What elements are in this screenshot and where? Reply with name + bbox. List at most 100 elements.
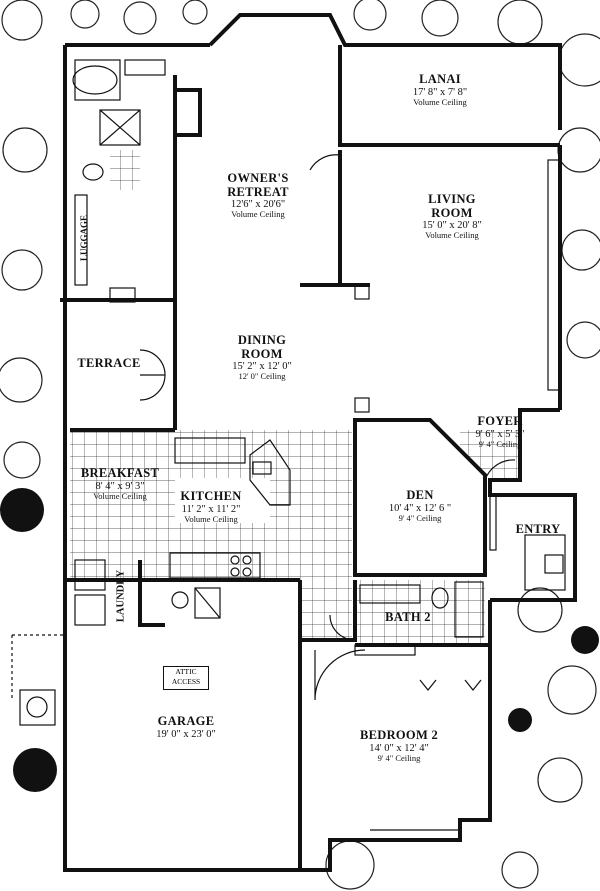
breakfast-label: BREAKFAST 8' 4" x 9' 3" Volume Ceiling (80, 466, 160, 501)
living-room-dims: 15' 0" x 20' 8" (422, 220, 482, 231)
dining-room-name2: ROOM (241, 346, 283, 361)
laundry-label: LAUNDRY (115, 569, 127, 623)
entry-name: ENTRY (515, 522, 561, 536)
owners-retreat-dims: 12'6" x 20'6" (230, 199, 286, 210)
lanai-ceiling: Volume Ceiling (413, 96, 467, 107)
foyer-name: FOYER (477, 414, 523, 428)
linen-closet (354, 644, 416, 656)
tree-icon (517, 587, 563, 633)
garage-label: GARAGE 19' 0" x 23' 0" (156, 714, 216, 740)
shrub-icon (561, 229, 600, 271)
living-room-label: LIVING ROOM 15' 0" x 20' 8" Volume Ceili… (422, 192, 482, 241)
tub-icon (72, 65, 118, 95)
tree-icon (0, 357, 43, 403)
shrub-icon (1, 249, 43, 291)
retreat-door (309, 154, 341, 171)
kitchen-ceiling: Volume Ceiling (184, 513, 238, 524)
luggage-label: LUGGAGE (79, 214, 89, 262)
den-ceiling: 9' 4" Ceiling (398, 512, 442, 523)
garage-name: GARAGE (157, 714, 215, 728)
vanity-icon (359, 584, 421, 604)
burner-icon (242, 567, 252, 577)
kitchen-name: KITCHEN (180, 489, 242, 503)
bedroom2-name: BEDROOM 2 (359, 728, 439, 742)
bedroom-door (314, 649, 366, 701)
vanity-icon (124, 59, 166, 76)
burner-icon (242, 555, 252, 565)
owners-retreat-label: OWNER'S RETREAT 12'6" x 20'6" Volume Cei… (227, 171, 289, 220)
shrub-icon (123, 1, 157, 35)
burner-icon (230, 555, 240, 565)
den-name: DEN (406, 488, 434, 502)
breakfast-ceiling: Volume Ceiling (93, 490, 147, 501)
kitchen-counter (169, 552, 261, 579)
kitchen-label: KITCHEN 11' 2" x 11' 2" Volume Ceiling (180, 489, 242, 524)
tree-icon (557, 127, 600, 173)
foyer-label: FOYER 9' 6" x 5' 3" 9' 4" Ceiling (475, 414, 525, 449)
toilet-icon (431, 587, 449, 609)
dining-room-dims: 15' 2" x 12' 0" (232, 361, 292, 372)
shrub-icon (182, 0, 208, 25)
tree-icon (1, 0, 43, 41)
bedroom2-label: BEDROOM 2 14' 0" x 12' 4" 9' 4" Ceiling (359, 728, 439, 763)
owners-retreat-name2: RETREAT (227, 184, 289, 199)
tree-icon (558, 33, 600, 87)
upper-counter (174, 437, 246, 464)
shrub-icon (3, 441, 41, 479)
foyer-dims: 9' 6" x 5' 3" (475, 428, 525, 440)
attic-access-panel: ATTIC ACCESS (163, 666, 209, 690)
washer-icon (74, 559, 106, 591)
closet-doors (419, 679, 482, 691)
terrace-name: TERRACE (77, 356, 141, 370)
dryer-icon (74, 594, 106, 626)
foyer-door (484, 459, 516, 481)
attic-line2: ACCESS (171, 677, 201, 686)
attic-line1: ATTIC (175, 667, 197, 676)
dark-shrubs (0, 488, 599, 792)
utility-box (19, 689, 56, 726)
bath2-label: BATH 2 (385, 610, 431, 625)
tree-icon (325, 840, 375, 890)
shrub-icon (70, 0, 100, 29)
tree-icon (537, 757, 583, 803)
bedroom2-ceiling: 9' 4" Ceiling (377, 752, 421, 763)
dark-shrub-icon (571, 626, 599, 654)
kitchen-island (249, 439, 291, 506)
shrub-icon (353, 0, 387, 31)
burner-icon (230, 567, 240, 577)
living-room-ceiling: Volume Ceiling (425, 230, 479, 241)
dining-room-ceiling: 12' 0" Ceiling (238, 371, 286, 382)
bath2-name: BATH 2 (385, 610, 431, 624)
dining-room-name1: DINING (237, 333, 287, 347)
living-room-name1: LIVING (428, 192, 476, 206)
shrub-icon (566, 321, 600, 359)
tree-icon (497, 0, 543, 45)
terrace-door (139, 349, 166, 401)
den-dims: 10' 4" x 12' 6 " (388, 502, 452, 514)
living-windows (547, 159, 561, 391)
garage-dims: 19' 0" x 23' 0" (156, 728, 216, 740)
column-icon (354, 284, 370, 300)
shrub-icon (501, 851, 539, 889)
column-icon (354, 397, 370, 413)
driveway-edge (11, 634, 65, 700)
tub-icon (454, 581, 484, 638)
owners-retreat-ceiling: Volume Ceiling (231, 209, 285, 220)
living-room-name2: ROOM (431, 205, 473, 220)
lanai-dims: 17' 8" x 7' 8" (412, 86, 468, 98)
lanai-label: LANAI 17' 8" x 7' 8" Volume Ceiling (412, 72, 468, 107)
breakfast-name: BREAKFAST (80, 466, 160, 480)
entry-label: ENTRY (515, 522, 561, 537)
shower-icon (99, 109, 141, 146)
terrace-label: TERRACE (77, 356, 141, 371)
lanai-name: LANAI (419, 72, 461, 86)
breakfast-dims: 8' 4" x 9' 3" (95, 480, 145, 492)
entry-porch (524, 534, 566, 591)
shrub-icon (421, 0, 459, 37)
kitchen-dims: 11' 2" x 11' 2" (181, 503, 241, 515)
dark-shrub-icon (508, 708, 532, 732)
bath-door (329, 614, 356, 641)
dark-shrub-icon (0, 488, 44, 532)
